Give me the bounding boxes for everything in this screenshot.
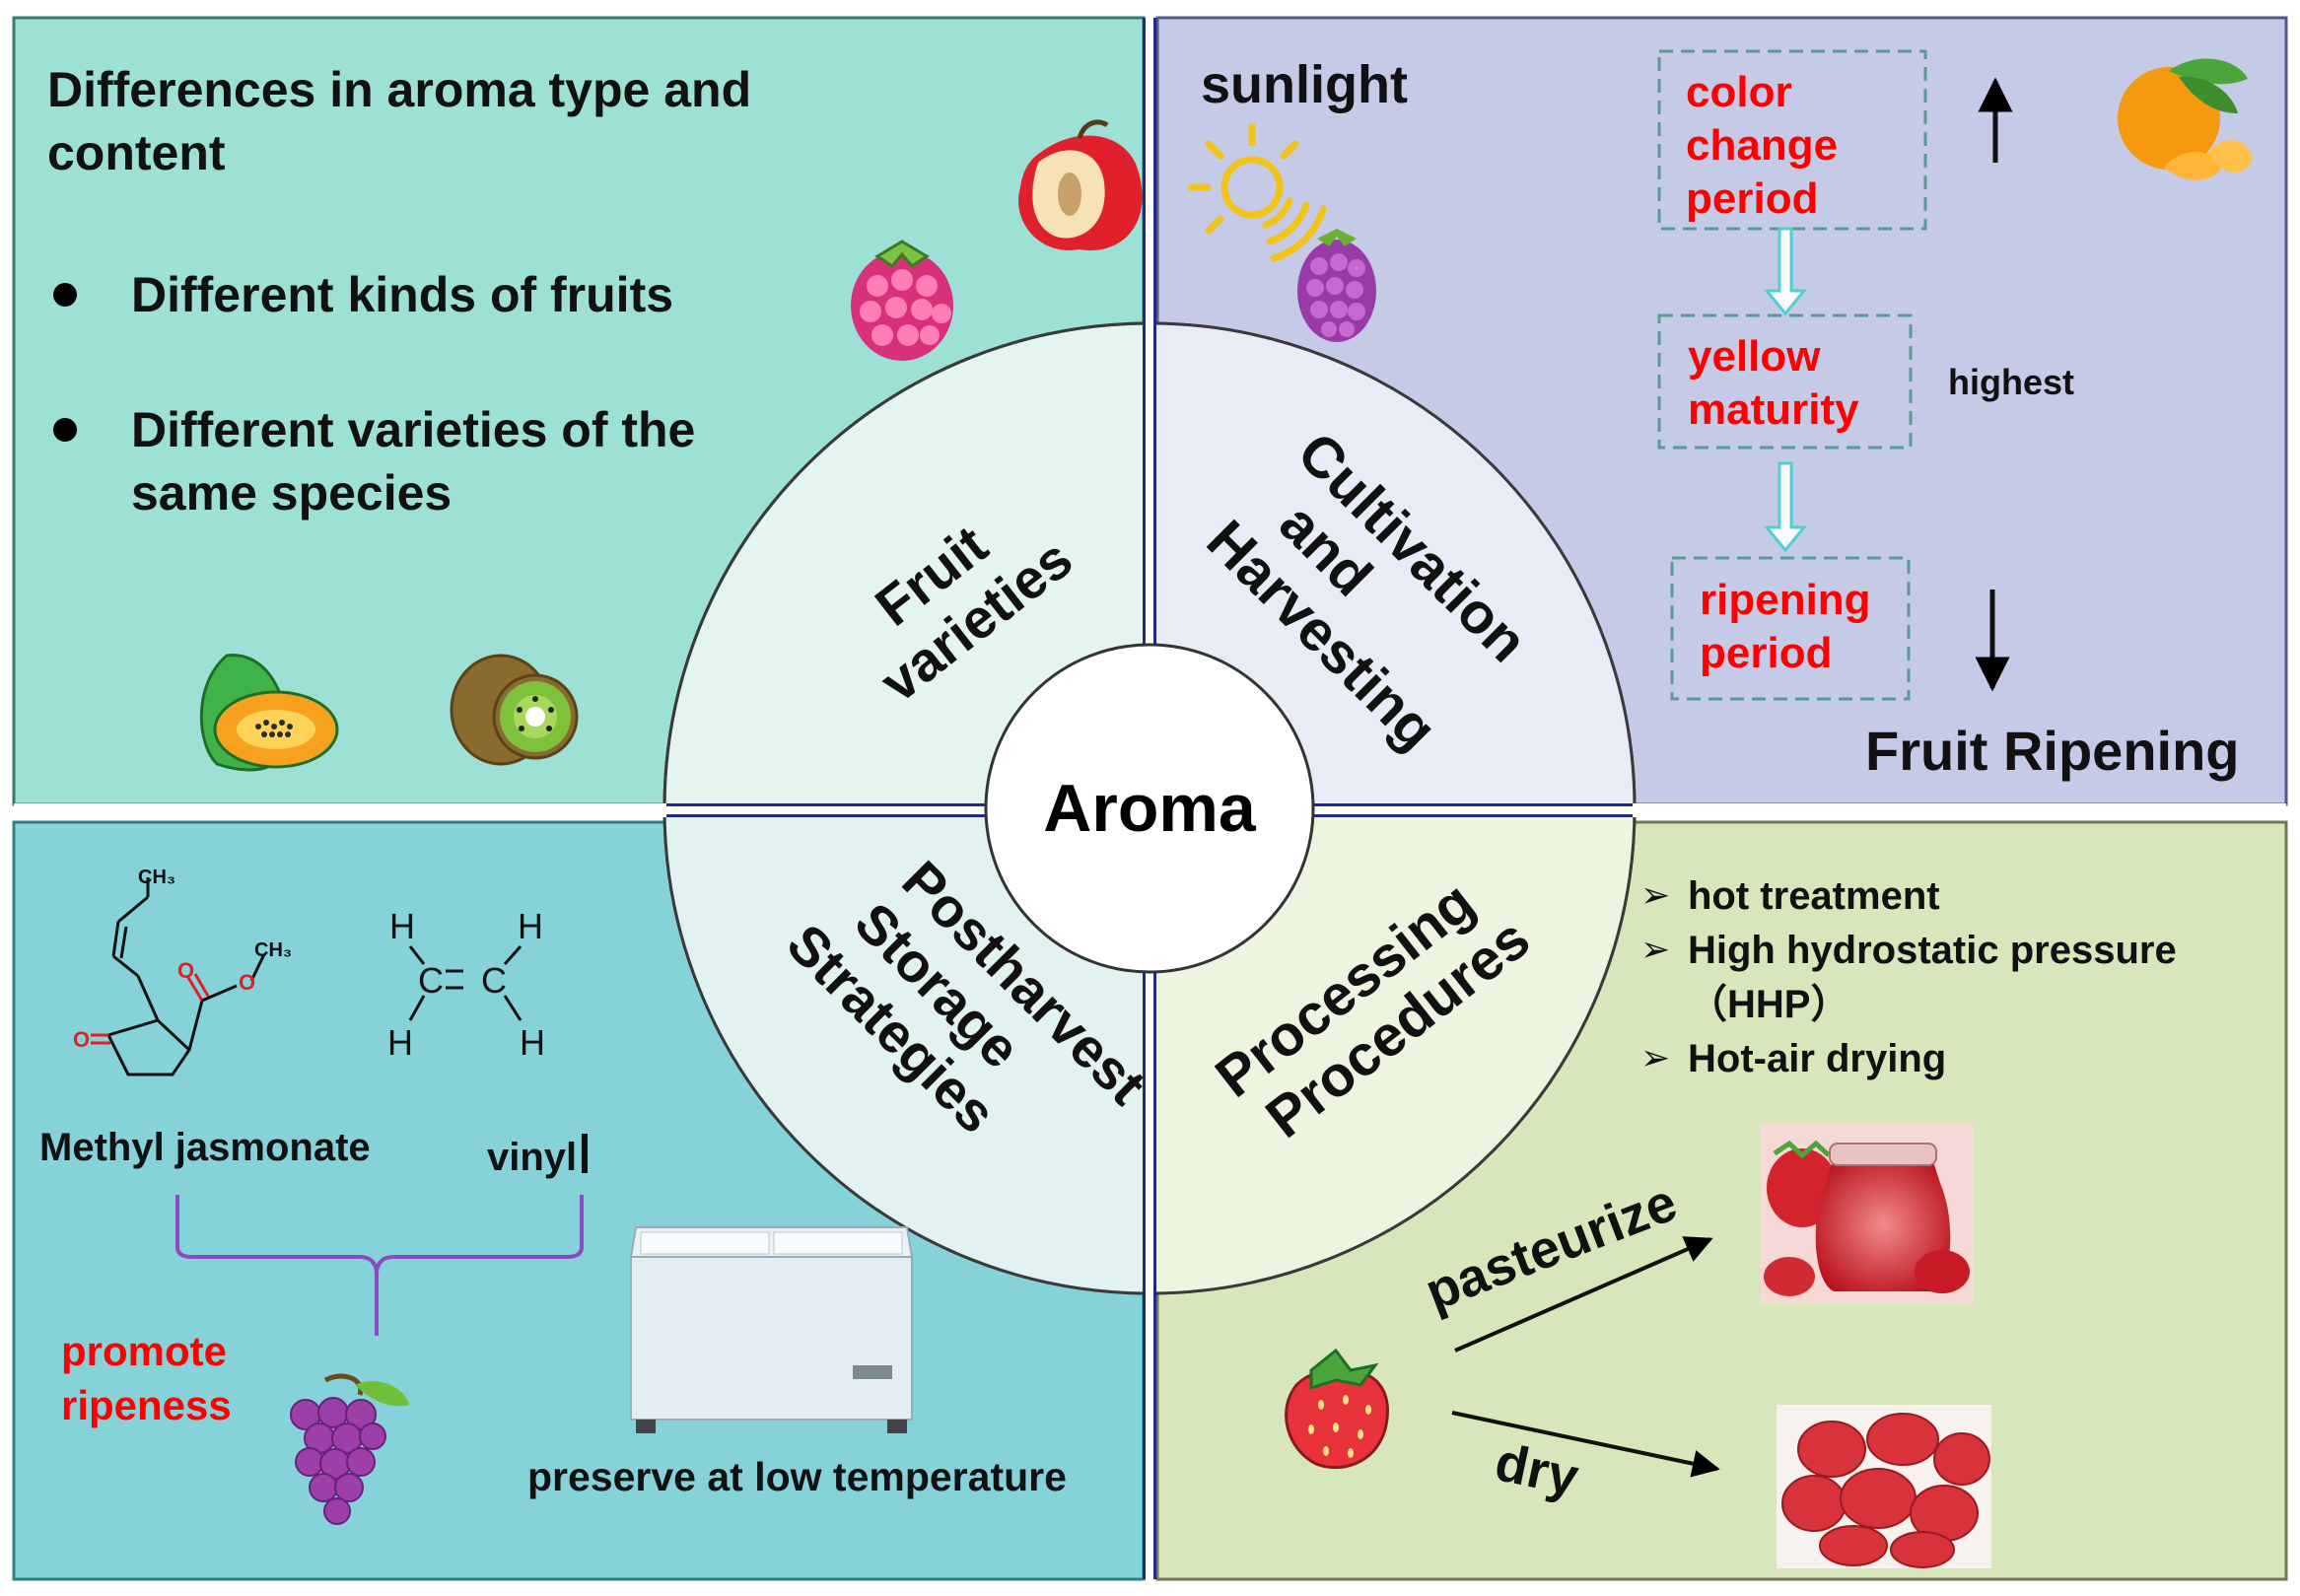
stage-yellow-maturity: yellow maturity bbox=[1688, 332, 1859, 434]
blackberry-icon bbox=[1297, 229, 1376, 342]
tangerine-icon bbox=[2118, 58, 2253, 180]
list-item: hot treatment bbox=[1688, 874, 1940, 918]
bullet-dot bbox=[53, 283, 77, 307]
pasteurize-arrow bbox=[1454, 1236, 1713, 1353]
grapes-icon bbox=[290, 1373, 409, 1525]
center-label: Aroma bbox=[1043, 771, 1257, 846]
list-item: Hot-air drying bbox=[1688, 1037, 1946, 1080]
compound-brace bbox=[175, 1195, 584, 1336]
papaya-icon bbox=[199, 654, 339, 772]
fruit-heading: Differences in aroma type and content bbox=[47, 62, 765, 180]
center-disc bbox=[984, 643, 1315, 974]
list-item: （HHP） bbox=[1688, 983, 1849, 1026]
stage-ripening: ripening period bbox=[1700, 576, 1883, 677]
dry-arrow bbox=[1451, 1411, 1720, 1478]
fruit-ripening-label: Fruit Ripening bbox=[1865, 720, 2240, 782]
oxygen-label: O bbox=[177, 958, 194, 983]
text-cursor-mark bbox=[582, 1134, 588, 1173]
list-chevron: ➢ bbox=[1640, 929, 1670, 969]
ch3-label: CH₃ bbox=[138, 867, 175, 888]
freezer-icon bbox=[629, 1226, 914, 1433]
compound-methyl-jasmonate: Methyl jasmonate bbox=[39, 1126, 371, 1169]
strawberry-jam-image bbox=[1761, 1124, 1974, 1303]
kiwi-icon bbox=[450, 654, 579, 766]
preserve-label: preserve at low temperature bbox=[527, 1454, 1067, 1499]
stage-box-yellow-maturity bbox=[1657, 313, 1913, 450]
oxygen-label: O bbox=[239, 970, 255, 995]
promote-ripeness: promote ripeness bbox=[61, 1328, 239, 1428]
list-chevron: ➢ bbox=[1640, 874, 1670, 915]
methyl-jasmonate-structure bbox=[91, 877, 266, 1076]
list-chevron: ➢ bbox=[1640, 1037, 1670, 1077]
bullet-item: Different varieties of the same species bbox=[131, 402, 709, 520]
hydrogen-label: H bbox=[520, 1022, 545, 1063]
dried-strawberries-image bbox=[1777, 1405, 1991, 1568]
bullet-item: Different kinds of fruits bbox=[131, 267, 673, 322]
highest-label: highest bbox=[1948, 362, 2074, 402]
sun-icon bbox=[1187, 122, 1327, 262]
strawberry-icon bbox=[1285, 1348, 1390, 1470]
hydrogen-label: H bbox=[389, 906, 415, 946]
carbon-label: C bbox=[418, 960, 444, 1001]
flow-arrow bbox=[1763, 227, 1808, 316]
stage-box-ripening bbox=[1670, 556, 1911, 701]
apple-half-icon bbox=[1018, 119, 1143, 251]
bullet-dot bbox=[53, 418, 77, 442]
hydrogen-label: H bbox=[387, 1022, 413, 1063]
ethylene-structure: H H C C H H bbox=[387, 906, 545, 1063]
stage-color-change: color change period bbox=[1686, 68, 1849, 223]
processing-list: ➢ hot treatment ➢ High hydrostatic press… bbox=[1640, 874, 2177, 1080]
sunlight-label: sunlight bbox=[1201, 55, 1408, 114]
oxygen-label: O bbox=[73, 1027, 90, 1052]
list-item: High hydrostatic pressure bbox=[1688, 929, 2177, 972]
raspberry-icon bbox=[851, 240, 953, 361]
hydrogen-label: H bbox=[518, 906, 543, 946]
ch3-label: CH₃ bbox=[254, 939, 292, 961]
carbon-label: C bbox=[481, 960, 507, 1001]
flow-arrow bbox=[1763, 461, 1808, 553]
compound-vinyl: vinyl bbox=[487, 1136, 577, 1179]
